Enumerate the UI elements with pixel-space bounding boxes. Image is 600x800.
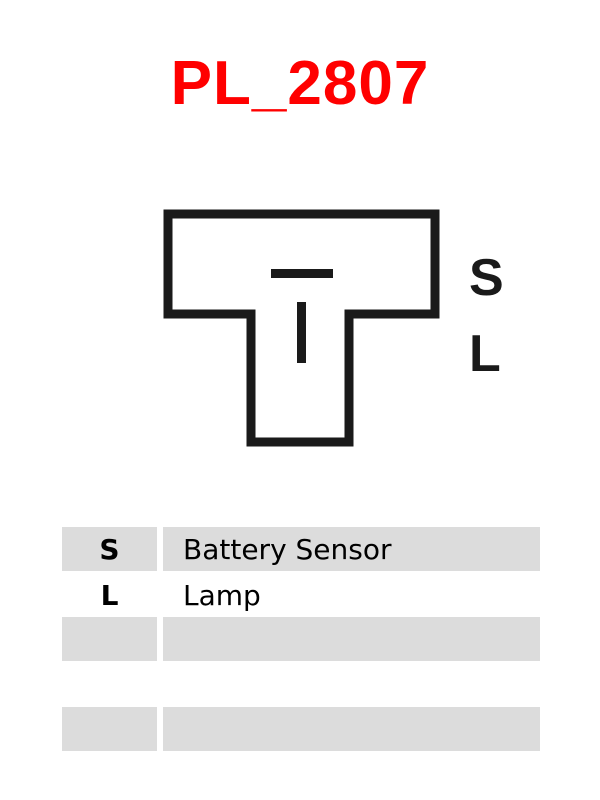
table-row <box>62 707 540 751</box>
pin-code-cell: L <box>100 578 119 612</box>
table-row: L Lamp <box>62 573 540 617</box>
part-number-title: PL_2807 <box>170 49 430 118</box>
pin-description-cell <box>163 617 540 661</box>
pin-description-cell <box>163 707 540 751</box>
pin-label-l: L <box>469 325 501 383</box>
table-row: S Battery Sensor <box>62 527 540 571</box>
pin-s-blade <box>271 269 333 278</box>
pin-code-cell <box>62 707 157 751</box>
pin-description-cell <box>163 662 540 706</box>
connector-outline <box>163 209 440 447</box>
pin-code-cell <box>62 617 157 661</box>
table-row <box>62 662 540 706</box>
pin-code-cell <box>62 662 157 706</box>
pin-label-s: S <box>469 249 504 307</box>
pin-description-cell: Battery Sensor <box>163 527 540 571</box>
table-row <box>62 617 540 661</box>
pin-code-cell: S <box>62 527 157 571</box>
pin-description-cell: Lamp <box>183 578 261 612</box>
pin-l-blade <box>297 302 306 363</box>
